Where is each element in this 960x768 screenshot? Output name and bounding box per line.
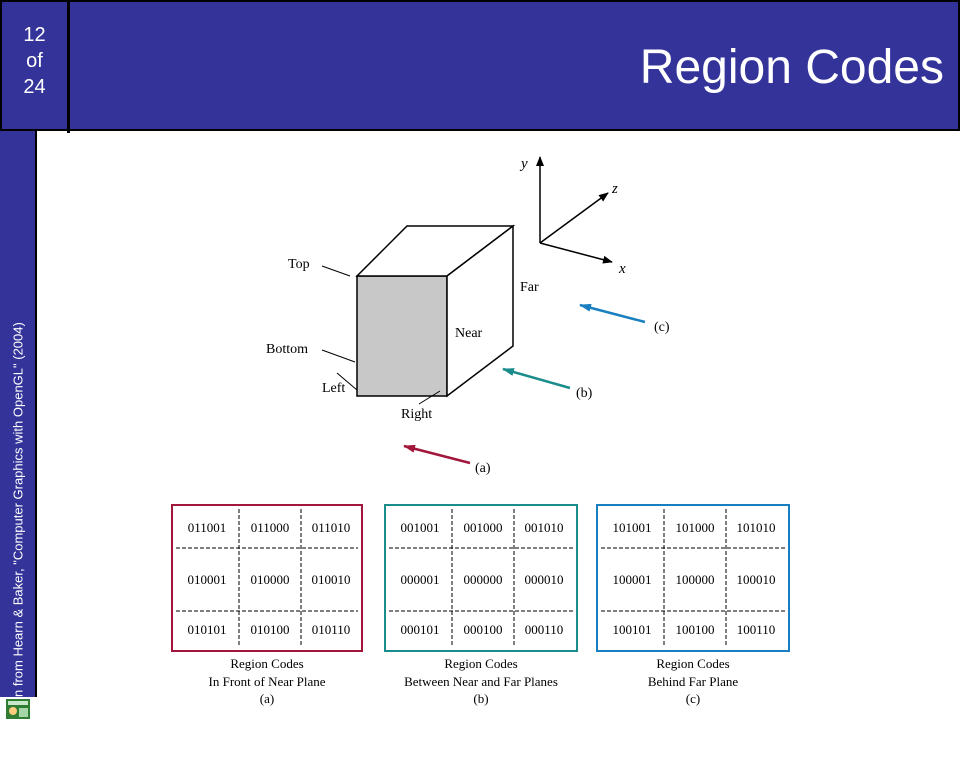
code-cell: 010100 xyxy=(251,622,290,637)
slide-number: 12 xyxy=(23,24,46,46)
code-cell: 100000 xyxy=(676,572,715,587)
arrow-a xyxy=(403,444,471,465)
region-grid-a: 011001 011000 011010 010001 010000 01001… xyxy=(171,504,363,706)
bottom-leader xyxy=(321,349,356,363)
code-cell: 100101 xyxy=(613,622,652,637)
code-cell: 000000 xyxy=(464,572,503,587)
arrow-c xyxy=(579,303,646,324)
code-cell: 011001 xyxy=(188,520,227,535)
code-cell: 101000 xyxy=(676,520,715,535)
grid-frame xyxy=(596,504,790,652)
cube-label-bottom: Bottom xyxy=(266,342,308,357)
code-cell: 010000 xyxy=(251,572,290,587)
cube-label-left: Left xyxy=(322,381,345,396)
code-cell: 001010 xyxy=(525,520,564,535)
slide-total: 24 xyxy=(23,76,46,98)
arrow-label-b: (b) xyxy=(576,386,593,401)
code-cell: 011000 xyxy=(251,520,290,535)
cube-label-right: Right xyxy=(401,407,432,422)
logo-icon xyxy=(6,699,30,719)
direction-arrows: (a) (b) (c) xyxy=(403,303,670,476)
region-codes-figure: y z x Top Bottom Left Right Near Far (a)… xyxy=(171,156,790,706)
grid-caption-letter: (a) xyxy=(260,691,274,706)
code-cell: 011010 xyxy=(312,520,351,535)
code-cell: 100110 xyxy=(737,622,776,637)
arrow-label-c: (c) xyxy=(654,320,670,335)
grid-caption-title: Region Codes xyxy=(656,656,729,671)
arrow-label-a: (a) xyxy=(475,461,491,476)
code-cell: 000110 xyxy=(525,622,564,637)
code-cell: 100001 xyxy=(613,572,652,587)
cube-label-far: Far xyxy=(520,280,539,295)
sidebar: Images taken from Hearn & Baker, "Comput… xyxy=(0,131,37,768)
slide-of: of xyxy=(26,50,43,72)
arrow-b xyxy=(502,367,571,390)
code-cell: 100100 xyxy=(676,622,715,637)
grid-caption-letter: (c) xyxy=(686,691,700,706)
grid-caption-title: Region Codes xyxy=(444,656,517,671)
region-grid-c: 101001 101000 101010 100001 100000 10001… xyxy=(596,504,790,706)
axes: y z x xyxy=(519,156,626,277)
grid-frame xyxy=(384,504,578,652)
code-cell: 000001 xyxy=(401,572,440,587)
y-axis-label: y xyxy=(519,156,528,172)
top-leader xyxy=(321,265,351,277)
grid-caption-subtitle: Behind Far Plane xyxy=(648,674,738,689)
code-cell: 101001 xyxy=(613,520,652,535)
code-cell: 010110 xyxy=(312,622,351,637)
code-cell: 001001 xyxy=(401,520,440,535)
page-title: Region Codes xyxy=(639,41,944,94)
region-grid-b: 001001 001000 001010 000001 000000 00001… xyxy=(384,504,578,706)
cube-label-near: Near xyxy=(455,326,483,341)
grid-caption-subtitle: In Front of Near Plane xyxy=(209,674,326,689)
grid-caption-letter: (b) xyxy=(473,691,488,706)
x-axis xyxy=(539,242,613,264)
code-cell: 100010 xyxy=(737,572,776,587)
z-axis-label: z xyxy=(611,181,618,197)
grid-caption-title: Region Codes xyxy=(230,656,303,671)
header-bar: 12 of 24 Region Codes xyxy=(0,0,960,133)
code-cell: 001000 xyxy=(464,520,503,535)
code-cell: 000101 xyxy=(401,622,440,637)
left-leader xyxy=(336,372,358,391)
code-cell: 000010 xyxy=(525,572,564,587)
grid-caption-subtitle: Between Near and Far Planes xyxy=(404,674,558,689)
slide-counter: 12 of 24 xyxy=(2,2,70,133)
right-face xyxy=(446,224,514,398)
right-leader xyxy=(418,390,441,405)
x-axis-label: x xyxy=(618,261,626,277)
z-axis xyxy=(539,192,609,244)
code-cell: 000100 xyxy=(464,622,503,637)
code-cell: 101010 xyxy=(737,520,776,535)
code-cell: 010101 xyxy=(188,622,227,637)
near-face xyxy=(356,275,448,397)
code-cell: 010001 xyxy=(188,572,227,587)
grid-frame xyxy=(171,504,363,652)
code-cell: 010010 xyxy=(312,572,351,587)
view-volume-cube: Top Bottom Left Right Near Far xyxy=(266,224,539,422)
cube-label-top: Top xyxy=(288,257,310,272)
